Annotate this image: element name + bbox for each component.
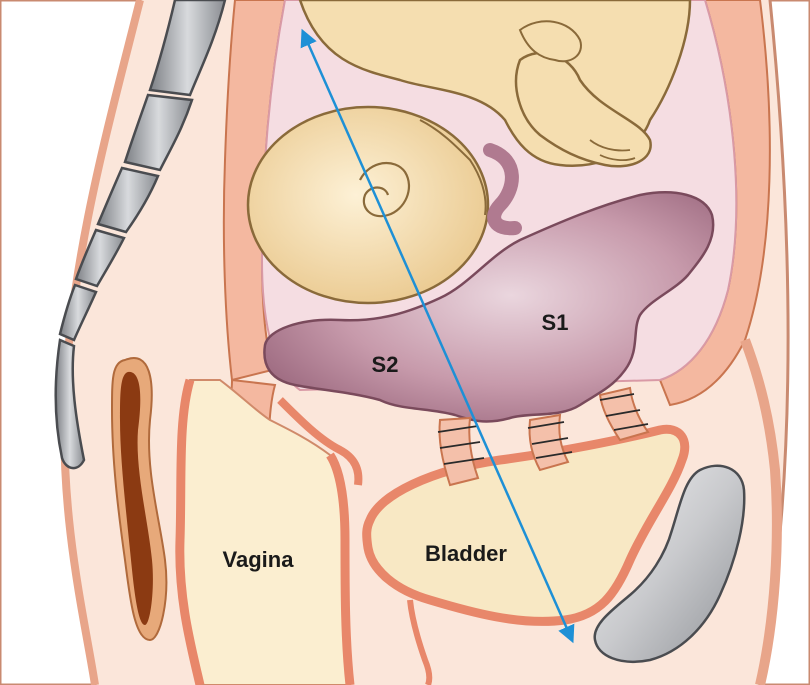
spine-coccyx: [54, 0, 227, 470]
pubic-bone: [593, 464, 746, 663]
vagina-posterior-wall: [175, 378, 205, 685]
label-s1: S1: [542, 310, 569, 335]
label-bladder: Bladder: [425, 541, 507, 566]
rectum: [120, 371, 153, 625]
label-s2: S2: [372, 352, 399, 377]
label-vagina: Vagina: [223, 547, 295, 572]
fetal-head: [246, 105, 490, 305]
abdominal-wall: [740, 338, 782, 685]
measurement-arrow: [300, 28, 575, 644]
